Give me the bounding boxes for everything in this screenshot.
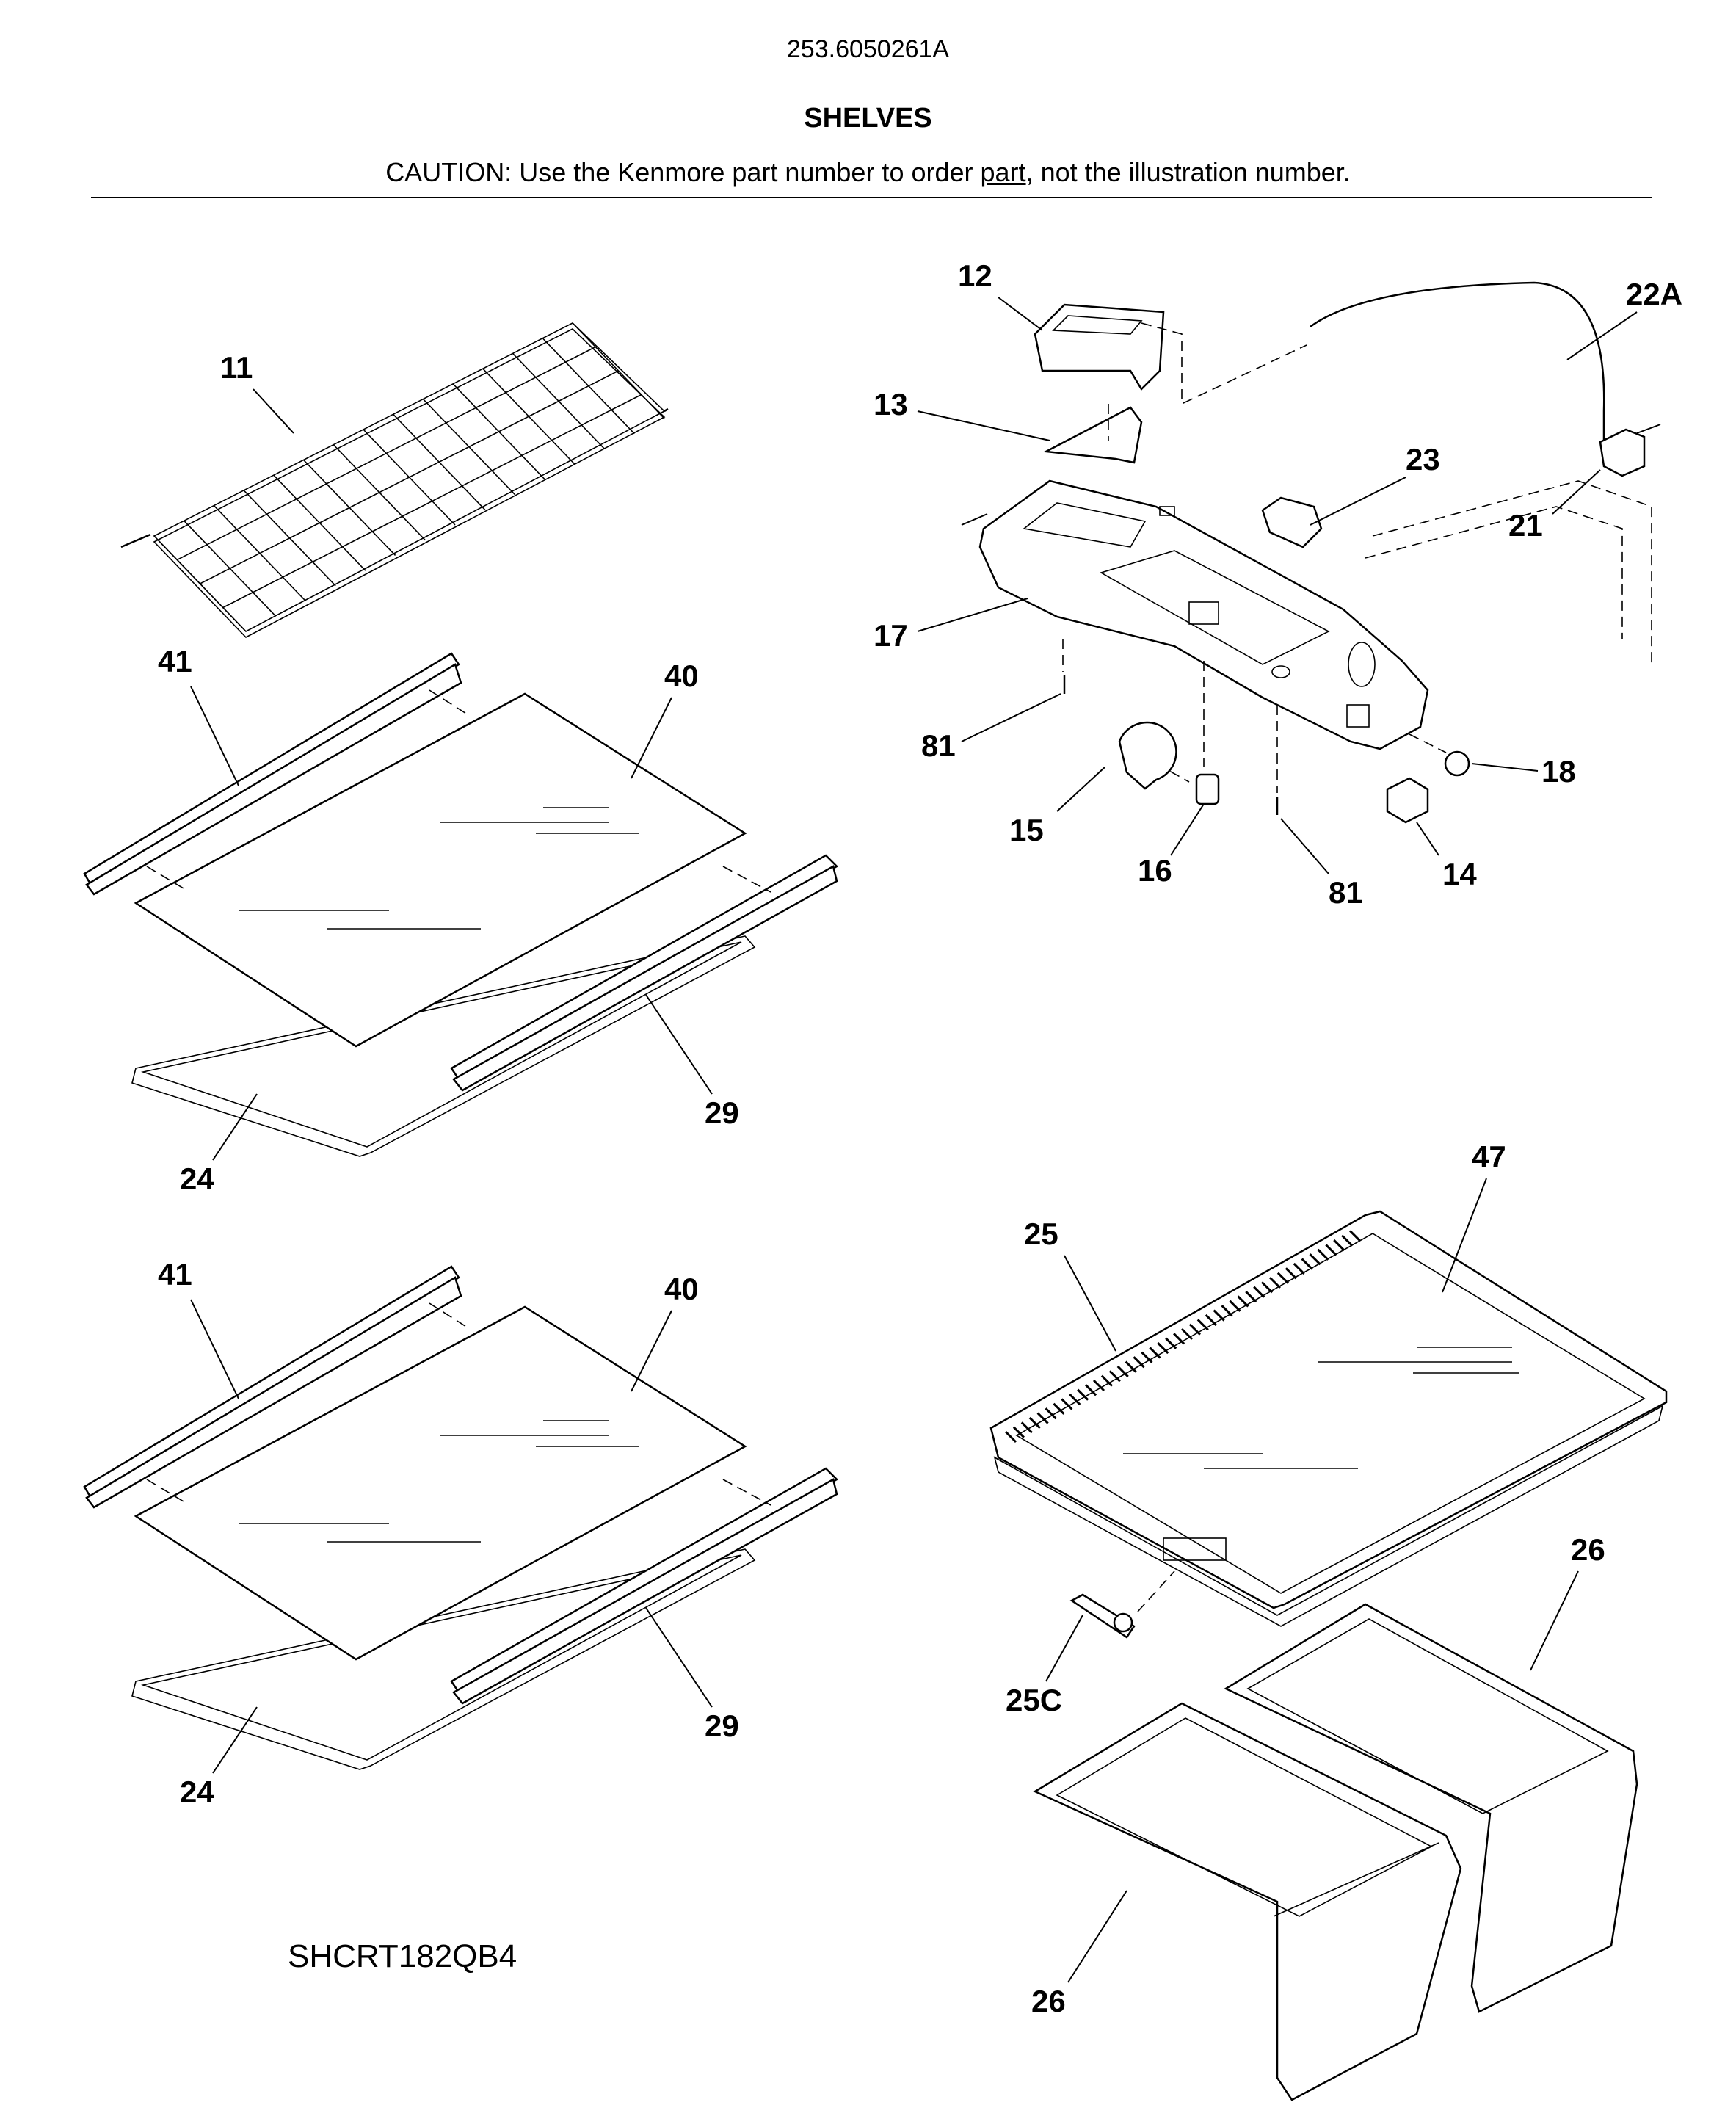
callout-17: 17 [874, 618, 908, 653]
vent-slot [1061, 1398, 1073, 1410]
crisper-drawers-drawing [1033, 1603, 1638, 2101]
callout-26-right: 26 [1571, 1532, 1605, 1567]
callout-47: 47 [1472, 1139, 1506, 1174]
callout-29-upper: 29 [705, 1095, 739, 1130]
wire-cross-rod [176, 346, 596, 561]
vent-slot [1180, 1327, 1194, 1341]
callout-12: 12 [958, 258, 992, 293]
vent-slot [1133, 1356, 1145, 1369]
vent-slot [1293, 1262, 1305, 1275]
caution-note: CAUTION: Use the Kenmore part number to … [0, 157, 1736, 188]
vent-slot [1116, 1365, 1129, 1377]
lower-glass-shelf-drawing [83, 1265, 839, 1770]
callout-23: 23 [1406, 442, 1440, 477]
vent-slot [1108, 1370, 1121, 1383]
caution-part-word: part [980, 157, 1026, 187]
vent-slot [1036, 1412, 1049, 1424]
control-housing-drawing [961, 281, 1661, 824]
callout-40-lower: 40 [664, 1272, 699, 1306]
vent-slot [1173, 1333, 1185, 1345]
vent-slot [1157, 1342, 1169, 1355]
vent-slot [1221, 1305, 1233, 1317]
vent-slot [1012, 1426, 1025, 1438]
vent-slot [1229, 1300, 1241, 1312]
callout-24-lower: 24 [180, 1775, 214, 1809]
vent-slot [1261, 1281, 1274, 1294]
vent-slot [1085, 1384, 1097, 1396]
vent-slot [1004, 1430, 1017, 1443]
vent-slot [1205, 1314, 1217, 1326]
vent-slot [1341, 1234, 1354, 1247]
callout-14: 14 [1442, 857, 1477, 891]
wire-cross-rod [222, 394, 642, 609]
wire-cross-rod [200, 370, 619, 584]
caution-text: CAUTION: Use the Kenmore part number to … [385, 157, 981, 187]
vent-slot [1149, 1347, 1161, 1359]
callout-41-upper: 41 [158, 644, 192, 678]
vent-slot [1245, 1291, 1257, 1303]
callout-22a: 22A [1626, 277, 1682, 311]
caution-text-end: , not the illustration number. [1025, 157, 1351, 187]
wire-shelf-drawing [120, 322, 669, 638]
vent-slot [1213, 1309, 1225, 1322]
vent-slot [1301, 1258, 1313, 1270]
vent-slot [1188, 1323, 1201, 1336]
callout-29-lower: 29 [705, 1709, 739, 1743]
vent-slot [1045, 1407, 1057, 1420]
vent-slot [1100, 1374, 1113, 1387]
vent-slot [1092, 1379, 1105, 1392]
crisper-cover-drawing [989, 1210, 1668, 1639]
callout-25: 25 [1024, 1217, 1058, 1251]
callout-81-right: 81 [1329, 875, 1363, 910]
vent-slot [1276, 1272, 1289, 1284]
document-number: 253.6050261A [786, 35, 950, 63]
vent-slot [1285, 1267, 1297, 1280]
callout-18: 18 [1541, 754, 1576, 789]
vent-slot [1141, 1351, 1153, 1363]
vent-slot [1020, 1421, 1033, 1434]
vent-slot [1196, 1319, 1209, 1331]
vent-slot [1309, 1253, 1321, 1266]
page-title: SHELVES [804, 103, 932, 134]
callout-13: 13 [874, 387, 908, 421]
callout-41-lower: 41 [158, 1257, 192, 1291]
callout-25c: 25C [1006, 1683, 1062, 1717]
callout-11: 11 [220, 350, 253, 385]
vent-slot [1165, 1337, 1177, 1349]
callout-16: 16 [1138, 853, 1172, 888]
vent-slot [1125, 1360, 1137, 1373]
callout-15: 15 [1009, 813, 1044, 847]
header-divider [91, 197, 1652, 198]
vent-slot [1325, 1244, 1337, 1256]
vent-slot [1333, 1239, 1345, 1252]
model-number: SHCRT182QB4 [288, 1938, 517, 1974]
callout-26-left: 26 [1031, 1984, 1066, 2018]
callouts: 11 12 13 22A 23 21 17 81 18 15 16 81 14 … [158, 258, 1682, 2018]
vent-slot [1069, 1394, 1081, 1406]
vent-slot [1053, 1402, 1065, 1415]
callout-40-upper: 40 [664, 659, 699, 693]
vent-slot [1268, 1276, 1282, 1289]
vent-slot [1253, 1286, 1265, 1298]
callout-81-left: 81 [921, 728, 956, 763]
vent-slot [1028, 1416, 1041, 1429]
vent-slot [1077, 1388, 1089, 1401]
upper-glass-shelf-drawing [83, 652, 839, 1157]
callout-21: 21 [1508, 508, 1543, 543]
vent-slot [1317, 1248, 1329, 1261]
vent-slot [1237, 1295, 1249, 1308]
callout-24-upper: 24 [180, 1162, 214, 1196]
vent-slot [1349, 1230, 1362, 1242]
